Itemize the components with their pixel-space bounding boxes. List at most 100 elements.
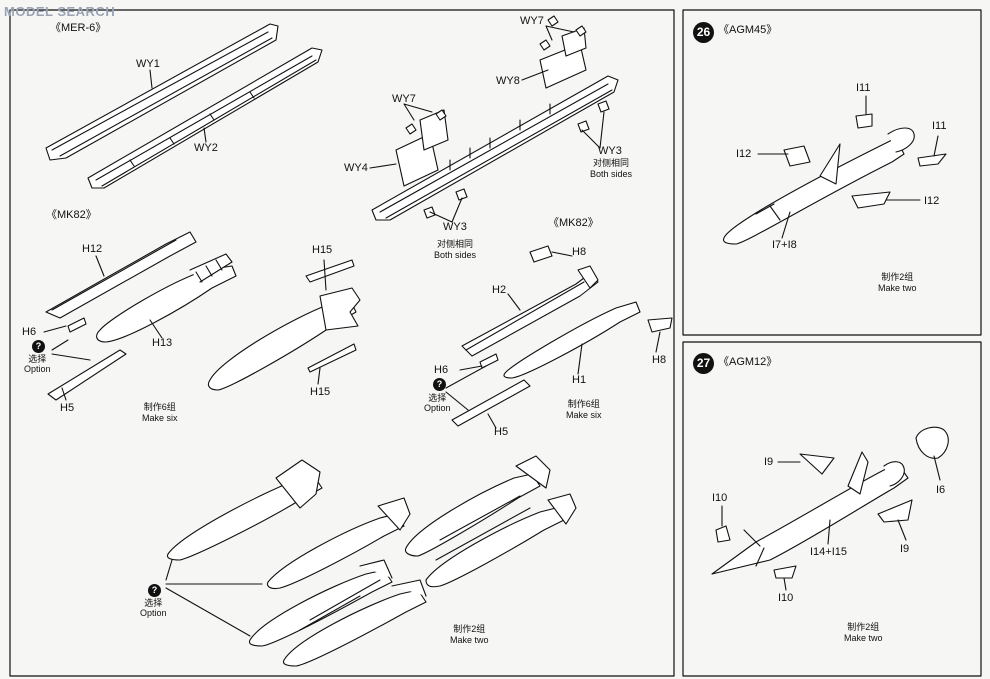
opt2-leader [445, 365, 487, 411]
h15-bomb-drawing [207, 259, 361, 391]
mk82-left-title: 《MK82》 [46, 209, 97, 221]
opt1-leader [51, 339, 91, 361]
agm12-panel-border [682, 341, 982, 677]
bomb-cluster-drawing [166, 455, 577, 667]
option-note-right: 选择 Option [424, 393, 451, 413]
label-i12-left: I12 [736, 148, 752, 160]
h12-leader [95, 255, 105, 277]
wy2-rail-drawing [87, 47, 323, 189]
h1-leader [577, 343, 583, 375]
label-wy8: WY8 [496, 75, 520, 87]
option-note-left: 选择 Option [24, 354, 51, 374]
note-cn: 制作2组 [453, 624, 486, 634]
i10b-leader [783, 577, 787, 591]
option-en: Option [140, 608, 167, 618]
option-cn: 选择 [28, 354, 47, 364]
label-i7-i8: I7+I8 [772, 239, 797, 251]
label-wy3-right: WY3 [598, 145, 622, 157]
label-i11-right: I11 [932, 120, 947, 132]
agm45-title: 《AGM45》 [718, 24, 778, 36]
label-i11-top: I11 [856, 82, 871, 94]
note-make-two-agm12: 制作2组 Make two [844, 622, 883, 644]
label-h13: H13 [152, 337, 173, 349]
note-cn: 对侧相同 [593, 158, 630, 168]
option-question-icon: ? [32, 340, 45, 353]
note-cn: 制作2组 [847, 622, 880, 632]
wy7a-leader [403, 103, 433, 121]
note-en: Make two [450, 635, 489, 645]
wy1-rail-drawing [45, 23, 279, 161]
label-wy3-left: WY3 [443, 221, 467, 233]
h5a-leader [61, 387, 67, 401]
label-i12-right: I12 [924, 195, 940, 207]
h15a-leader [323, 259, 327, 291]
h13-leader [149, 319, 163, 339]
i7i8-leader [781, 211, 791, 239]
mer6-title: 《MER-6》 [50, 22, 107, 34]
h8b-leader [655, 331, 661, 353]
note-make-two-agm45: 制作2组 Make two [878, 272, 917, 294]
note-cn: 制作2组 [881, 272, 914, 282]
label-h6-left: H6 [22, 326, 37, 338]
note-en: Make two [844, 633, 883, 643]
agm45-panel-border [682, 9, 982, 336]
label-i9-left: I9 [764, 456, 774, 468]
label-wy1: WY1 [136, 58, 160, 70]
label-h8-bottom: H8 [652, 354, 667, 366]
mk82-right-title: 《MK82》 [548, 217, 599, 229]
label-wy7-left: WY7 [392, 93, 416, 105]
label-wy2: WY2 [194, 142, 218, 154]
agm12-missile-drawing [711, 426, 949, 579]
note-en: Both sides [590, 169, 633, 179]
option-note-bottom: 选择 Option [140, 598, 167, 618]
note-cn: 对侧相同 [437, 239, 474, 249]
label-i6: I6 [936, 484, 946, 496]
wy1-leader [149, 69, 153, 89]
h6a-leader [43, 325, 67, 333]
wy4-leader [369, 163, 397, 169]
note-en: Make six [566, 410, 602, 420]
label-h8-top: H8 [572, 246, 587, 258]
wy8-leader [521, 69, 549, 81]
option-cn: 选择 [144, 598, 163, 608]
mer6-assembly-drawing [371, 15, 619, 221]
label-h5-right: H5 [494, 426, 509, 438]
label-h2: H2 [492, 284, 507, 296]
label-i9-right: I9 [900, 543, 910, 555]
option-cn: 选择 [428, 393, 447, 403]
label-h1: H1 [572, 374, 587, 386]
i6-leader [933, 455, 941, 481]
note-en: Both sides [434, 250, 477, 260]
h6b-leader [459, 365, 483, 371]
h15b-leader [317, 367, 321, 385]
label-i10-bottom: I10 [778, 592, 794, 604]
note-cn: 制作6组 [567, 399, 600, 409]
label-h6-right: H6 [434, 364, 449, 376]
i14i15-leader [827, 519, 831, 545]
note-both-sides-left: 对侧相同 Both sides [434, 239, 476, 261]
option-en: Option [24, 364, 51, 374]
h2-leader [507, 293, 521, 311]
option-question-icon: ? [148, 584, 161, 597]
h5b-leader [487, 413, 497, 429]
agm12-title: 《AGM12》 [718, 356, 778, 368]
agm45-missile-drawing [722, 113, 947, 245]
note-en: Make two [878, 283, 917, 293]
note-en: Make six [142, 413, 178, 423]
label-h15-bottom: H15 [310, 386, 331, 398]
note-make-two-bombs: 制作2组 Make two [450, 624, 489, 646]
label-h5-left: H5 [60, 402, 75, 414]
note-cn: 制作6组 [143, 402, 176, 412]
wy3b-leader [581, 111, 605, 149]
step-27-badge: 27 [693, 353, 714, 374]
opt3-leader [165, 559, 263, 637]
label-wy7-top: WY7 [520, 15, 544, 27]
wy7b-leader [545, 25, 575, 41]
label-i14-i15: I14+I15 [810, 546, 848, 558]
wy2-leader [203, 127, 207, 143]
i9b-leader [897, 519, 907, 541]
option-en: Option [424, 403, 451, 413]
wy3a-leader [429, 197, 463, 223]
